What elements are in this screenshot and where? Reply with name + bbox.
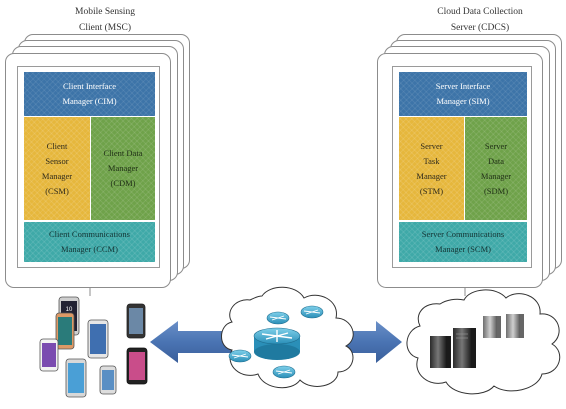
- router-icon: [228, 349, 252, 363]
- stm-label-line4: (STM): [419, 185, 444, 196]
- sdm-label-line1: Server: [484, 140, 508, 151]
- server-tower-icon: [453, 328, 476, 368]
- cdm-label-line1: Client Data: [103, 148, 143, 158]
- scm-label-line2: Manager (SCM): [435, 244, 491, 254]
- client-card-front: Client Interface Manager (CIM) Client Se…: [5, 53, 171, 288]
- scm-label-line1: Server Communications: [421, 229, 505, 239]
- server-title: Cloud Data Collection Server (CDCS): [405, 4, 555, 36]
- csm-label-line3: Manager: [41, 170, 73, 181]
- left-arrow: [150, 321, 238, 363]
- ccm-label-line2: Manager (CCM): [61, 244, 118, 254]
- server-communications-manager: Server Communications Manager (SCM): [399, 222, 527, 262]
- cdm-label-line3: (CDM): [110, 178, 136, 188]
- server-data-manager: Server Data Manager (SDM): [465, 117, 527, 220]
- cim-label-line1: Client Interface: [62, 81, 117, 91]
- csm-label-line2: Sensor: [45, 155, 69, 166]
- client-title-line2: Client (MSC): [79, 23, 131, 33]
- ccm-label-line1: Client Communications: [49, 229, 130, 239]
- client-title: Mobile Sensing Client (MSC): [30, 4, 180, 36]
- server-interface-manager: Server Interface Manager (SIM): [399, 72, 527, 116]
- server-task-manager: Server Task Manager (STM): [399, 117, 464, 220]
- router-icon: [300, 305, 324, 319]
- client-data-manager: Client Data Manager (CDM): [91, 117, 155, 220]
- smartphone-icon: [39, 338, 59, 372]
- stm-label-line3: Manager: [416, 170, 447, 181]
- server-card-front: Server Interface Manager (SIM) Server Ta…: [377, 53, 543, 288]
- smartphone-icon: [65, 358, 87, 398]
- server-cloud: [406, 289, 561, 395]
- smartphone-icon: [87, 319, 109, 359]
- server-title-line2: Server (CDCS): [450, 23, 510, 33]
- router-icon: [266, 311, 290, 325]
- sdm-label-line3: Manager: [480, 170, 512, 181]
- smartphone-icon: [126, 303, 146, 339]
- server-tower-icon: [483, 316, 501, 338]
- csm-label-line1: Client: [46, 140, 68, 151]
- client-module-frame: Client Interface Manager (CIM) Client Se…: [17, 66, 160, 268]
- client-communications-manager: Client Communications Manager (CCM): [24, 222, 155, 262]
- smartphone-icon: [99, 365, 117, 395]
- cim-label-line2: Manager (CIM): [62, 96, 117, 106]
- stm-label-line1: Server: [420, 140, 443, 151]
- smartphone-icon: [126, 347, 148, 385]
- server-tower-icon: [430, 336, 451, 368]
- csm-label-line4: (CSM): [45, 185, 69, 196]
- server-title-line1: Cloud Data Collection: [437, 7, 523, 17]
- client-interface-manager: Client Interface Manager (CIM): [24, 72, 155, 116]
- client-title-line1: Mobile Sensing: [75, 7, 135, 17]
- sim-label-line2: Manager (SIM): [436, 96, 490, 106]
- cdm-label-line2: Manager: [107, 163, 139, 173]
- stm-label-line2: Task: [423, 155, 440, 166]
- phone-clock-text: 10: [66, 307, 73, 313]
- smartphone-icon: [55, 312, 75, 350]
- server-tower-icon: [506, 314, 524, 338]
- sdm-label-line4: (SDM): [483, 185, 509, 196]
- sim-label-line1: Server Interface: [435, 81, 491, 91]
- server-module-frame: Server Interface Manager (SIM) Server Ta…: [392, 66, 532, 268]
- sdm-label-line2: Data: [487, 155, 505, 166]
- client-sensor-manager: Client Sensor Manager (CSM): [24, 117, 90, 220]
- core-router-icon: [253, 327, 301, 360]
- router-icon: [272, 365, 296, 379]
